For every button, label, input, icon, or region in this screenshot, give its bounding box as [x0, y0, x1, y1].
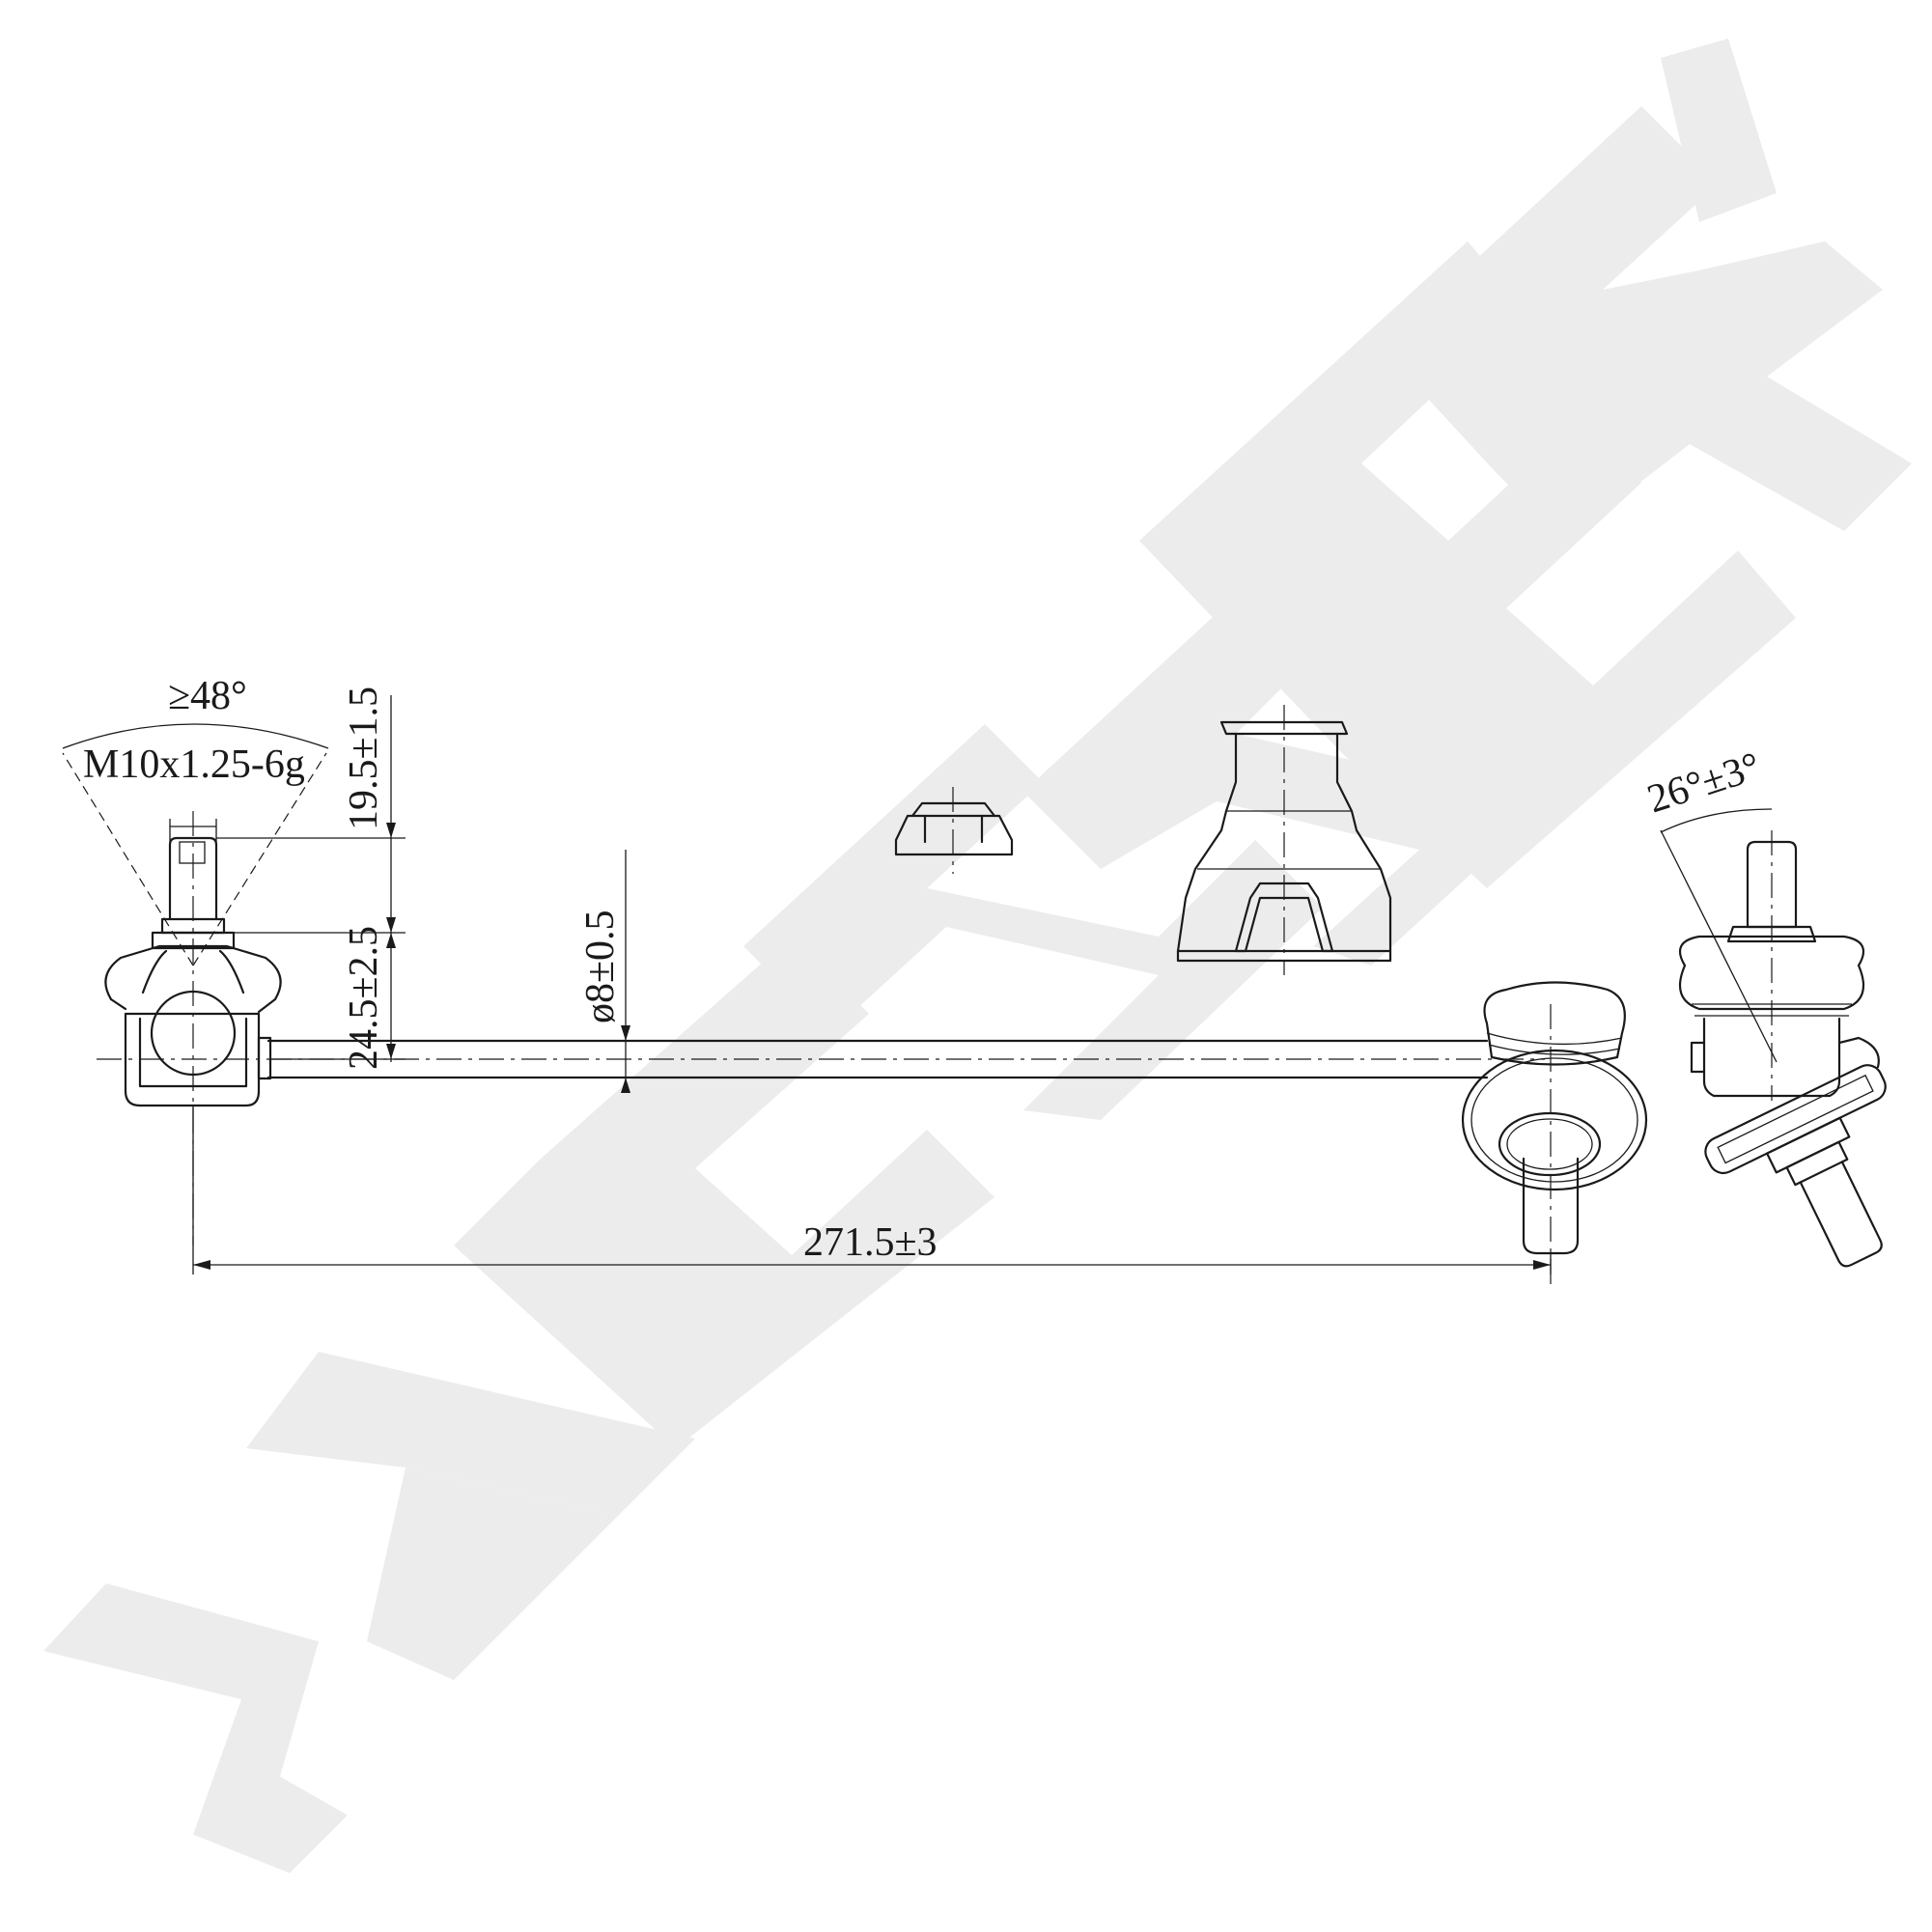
dust-boot-icon — [1176, 705, 1392, 975]
left-dimensions — [169, 695, 630, 1093]
cone-angle-label: ≥48° — [168, 674, 247, 718]
watermark-n2 — [1023, 560, 1603, 966]
total-length-label: 271.5±3 — [803, 1220, 938, 1265]
watermark-e — [454, 937, 994, 1448]
watermark-z-slash — [367, 1468, 618, 1680]
total-length-dimension — [192, 1106, 1552, 1274]
stabilizer-rod — [97, 1039, 1545, 1079]
flange-nut-icon — [894, 787, 1014, 874]
watermark-e2 — [1139, 241, 1796, 888]
cone-line-left — [62, 752, 194, 966]
watermark-k — [1381, 106, 1912, 541]
brand-watermark — [43, 39, 1912, 1873]
stud-height-label: 19.5±1.5 — [342, 686, 386, 830]
joint-height-label: 24.5±2.5 — [342, 926, 386, 1070]
side-view-ball-joint-icon — [1660, 808, 1887, 1268]
thread-spec-label: M10x1.25-6g — [83, 742, 305, 787]
tilt-reference-line — [1660, 829, 1778, 1063]
watermark-z-bottom — [43, 1583, 348, 1873]
cone-line-right — [192, 752, 327, 966]
watermark-n1 — [743, 724, 1323, 1120]
right-ball-joint-icon — [1461, 981, 1648, 1284]
watermark-k-arm — [1661, 39, 1777, 222]
watermark-z-top — [246, 1352, 695, 1516]
rod-diameter-label: ø8±0.5 — [578, 910, 623, 1023]
cone-angle-arc — [62, 723, 329, 749]
tilt-angle-arc — [1660, 808, 1773, 833]
left-ball-joint-icon — [62, 723, 329, 1246]
